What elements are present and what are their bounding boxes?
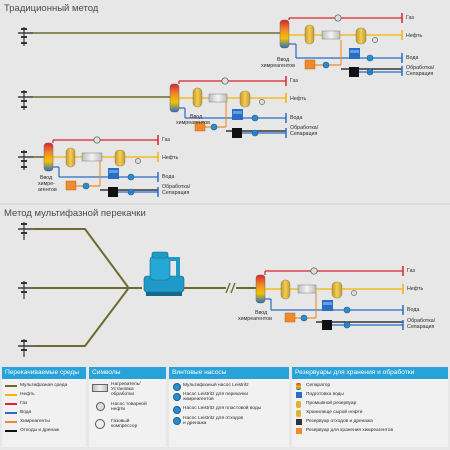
process-unit-1 <box>279 13 403 77</box>
gas-label: Газ <box>162 137 170 143</box>
legend-symbols-panel: Символы Нагреватель/ Установка обработки… <box>89 367 166 447</box>
legend-symbol-item: Газовый <box>111 419 130 424</box>
reagent-input-label: Ввод <box>255 310 268 316</box>
gas-label: Газ <box>407 268 415 274</box>
reagent-input-label: агентов <box>38 187 57 193</box>
treatment-label: Обработка/ <box>162 184 191 190</box>
legend-tanks-panel: Резервуары для хранения и обработки Сепа… <box>292 367 448 447</box>
reagent-input-label: химреагентов <box>238 316 272 322</box>
gas-label: Газ <box>406 15 414 21</box>
gas-label: Газ <box>290 78 298 84</box>
legend-media-item: Химреагенты <box>20 419 50 424</box>
legend-tank-item: Сепаратор <box>306 383 331 388</box>
oil-pump-icon <box>96 402 105 411</box>
oil-label: Нефть <box>290 96 307 102</box>
separation-label: Сепарация <box>162 190 190 196</box>
multiphase-method-title: Метод мультифазной перекачки <box>4 208 146 219</box>
water-label: Вода <box>290 115 303 121</box>
crude-storage-icon <box>296 410 301 417</box>
media-swatch <box>5 394 17 396</box>
traditional-method-title: Традиционный метод <box>4 3 99 14</box>
legend-symbol-item: нефти <box>111 407 126 412</box>
wash-tank-icon <box>296 401 301 408</box>
treatment-label: Обработка/ <box>406 65 435 71</box>
separation-label: Сепарация <box>407 324 435 330</box>
reagent-input-label: химреагентов <box>176 120 210 126</box>
treatment-label: Обработка/ <box>290 125 319 131</box>
legend-tank-item: Резервуар отходов и дренажа <box>306 419 373 424</box>
legend-tank-item: Хранилище сырой нефти <box>306 410 363 415</box>
legend-media-item: Газ <box>20 401 28 406</box>
legend-tank-item: Подготовка воды <box>306 392 344 397</box>
multiphase-pump-icon <box>173 383 181 391</box>
heater-icon <box>92 384 108 392</box>
legend-pump-item: Мультифазный насос Leistritz <box>183 383 249 388</box>
process-unit-2 <box>169 76 287 138</box>
water-label: Вода <box>407 307 420 313</box>
water-treatment-icon <box>296 392 302 398</box>
water-pump-icon <box>173 406 181 414</box>
separation-label: Сепарация <box>406 71 434 77</box>
legend-media-item: Нефть <box>20 392 35 397</box>
legend-media-item: Отходы и дренаж <box>20 428 60 433</box>
legend-pump-item: Насос Leistritz для перекачки <box>183 392 249 397</box>
wellhead-1 <box>18 27 33 46</box>
reagent-input-label: Ввод <box>277 57 290 63</box>
reagent-tank-icon <box>296 428 302 434</box>
reagent-input-label: химреагентов <box>261 63 295 69</box>
reagent-input-label: Ввод <box>40 175 53 181</box>
legend-pumps-title: Винтовые насосы <box>169 367 289 379</box>
legend-tank-item: Промывной резервуар <box>306 401 357 406</box>
oil-label: Нефть <box>406 33 423 39</box>
legend-media-item: Мультифазная среда <box>20 383 68 388</box>
multiphase-pump <box>143 251 185 296</box>
reagent-input-label: Ввод <box>190 114 203 120</box>
legend-tank-item: Резервуар для хранения химреагентов <box>306 428 394 433</box>
multiphase-gathering-lines <box>34 228 142 347</box>
legend-symbol-item: Насос товарной <box>111 402 147 407</box>
legend-symbols-title: Символы <box>89 367 166 379</box>
media-swatch <box>5 421 17 423</box>
wellhead-3 <box>18 150 33 170</box>
water-label: Вода <box>162 174 175 180</box>
legend-media-item: Вода <box>20 410 32 415</box>
legend-pumps-panel: Винтовые насосы Мультифазный насос Leist… <box>169 367 289 447</box>
legend-symbol-item: компрессор <box>111 424 138 429</box>
legend-pump-item: и дренажа <box>183 421 207 426</box>
media-swatch <box>5 412 17 414</box>
process-unit-multiphase <box>255 266 404 330</box>
legend: Перекачиваемые среды Мультифазная среда … <box>0 367 450 450</box>
reagent-input-label: химре- <box>38 181 55 187</box>
wellhead-2 <box>18 90 33 110</box>
legend-media-panel: Перекачиваемые среды Мультифазная среда … <box>2 367 86 447</box>
separation-label: Сепарация <box>290 131 318 137</box>
drain-pump-icon <box>173 417 181 425</box>
legend-symbol-item: Установка <box>111 387 134 392</box>
drain-tank-icon <box>296 419 302 425</box>
multiphase-export-line <box>184 282 261 294</box>
treatment-label: Обработка/ <box>407 318 436 324</box>
water-label: Вода <box>406 55 419 61</box>
legend-media-title: Перекачиваемые среды <box>2 367 86 379</box>
oil-label: Нефть <box>407 286 424 292</box>
multiphase-wellheads <box>18 222 34 357</box>
media-swatch <box>5 385 17 387</box>
legend-symbol-item: обработки <box>111 392 135 397</box>
media-swatch <box>5 430 17 432</box>
legend-symbol-item: Нагреватель/ <box>111 382 141 387</box>
legend-pump-item: Насос Leistritz для пластовой воды <box>183 406 262 411</box>
gas-compressor-icon <box>95 419 105 429</box>
process-unit-3 <box>43 135 159 197</box>
separator-icon <box>296 383 301 390</box>
legend-pump-item: Насос Leistritz для отходов <box>183 416 244 421</box>
legend-tanks-title: Резервуары для хранения и обработки <box>292 367 448 379</box>
legend-pump-item: химреагентов <box>183 397 214 402</box>
reagent-pump-icon <box>173 393 181 401</box>
oil-label: Нефть <box>162 155 179 161</box>
media-swatch <box>5 403 17 405</box>
